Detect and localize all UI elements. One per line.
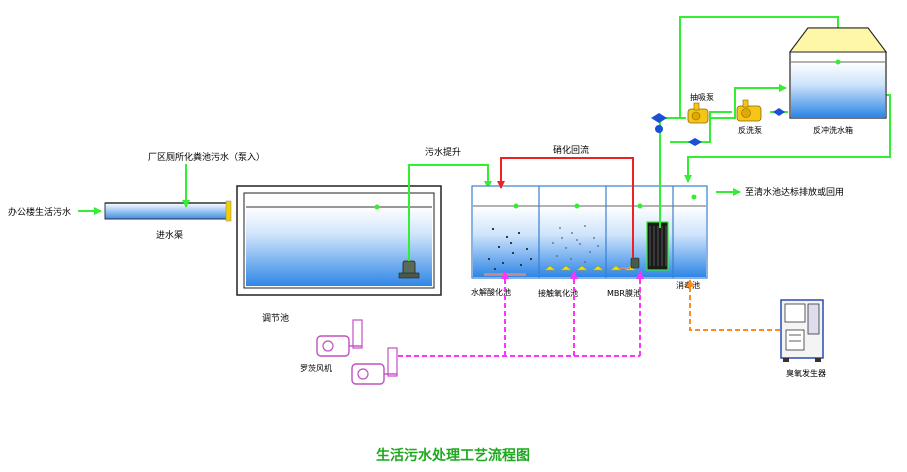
nitrification-return-label: 硝化回流 — [553, 144, 589, 156]
aeration-bubbles — [552, 225, 599, 263]
regulating-tank-label: 调节池 — [262, 312, 289, 324]
sewage-lift-line — [408, 164, 492, 261]
hydrolysis-sludge-particles — [488, 228, 532, 270]
suction-to-tank-line — [709, 84, 787, 119]
tank-top-line — [679, 16, 839, 118]
ozone-line — [686, 279, 780, 331]
backwash-pump-label: 反洗泵 — [738, 125, 762, 135]
mbr-membrane-icon — [646, 221, 669, 271]
mbr-tank-label: MBR膜池 — [607, 288, 641, 298]
valve-icon — [651, 113, 667, 133]
diffuser-icons — [544, 265, 636, 271]
ozone-generator-icon — [780, 299, 824, 362]
inlet-channel-label: 进水渠 — [156, 229, 183, 241]
backwash-tank-label: 反冲洗水箱 — [813, 125, 853, 135]
office-sewage-label: 办公楼生活污水 — [8, 206, 71, 218]
blower-label: 罗茨风机 — [300, 363, 332, 373]
regulating-tank — [236, 185, 442, 296]
suction-pump-icon — [687, 102, 709, 124]
blower-icon — [316, 319, 398, 385]
nitrification-return-line — [497, 157, 634, 258]
backwash-pump-icon — [736, 99, 762, 122]
disinfection-tank-label: 消毒池 — [676, 280, 700, 290]
tank-to-disinfection-line — [684, 94, 891, 183]
backwash-valve-icon — [688, 138, 702, 146]
sewage-lift-label: 污水提升 — [425, 146, 461, 158]
ozone-generator-label: 臭氧发生器 — [786, 368, 826, 378]
inlet-channel — [104, 200, 232, 222]
septic-sewage-label: 厂区厕所化粪池污水（泵入） — [148, 151, 265, 163]
diagram-title: 生活污水处理工艺流程图 — [376, 447, 530, 464]
backwash-tank-icon — [789, 27, 887, 119]
hydrolysis-tank-label: 水解酸化池 — [471, 287, 511, 297]
mbr-pump-icon — [630, 257, 640, 269]
contact-oxidation-tank-label: 接触氧化池 — [538, 288, 578, 298]
treatment-tank-block — [471, 185, 708, 279]
suction-pump-label: 抽吸泵 — [690, 92, 714, 102]
tank-outlet-valve-icon — [773, 108, 785, 116]
discharge-label: 至清水池达标排放或回用 — [745, 186, 844, 198]
